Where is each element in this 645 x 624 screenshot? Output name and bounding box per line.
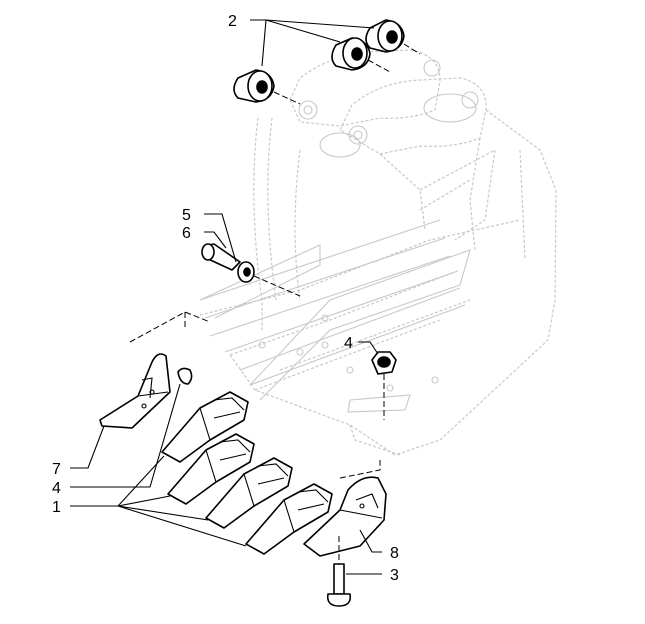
bushing-2 — [331, 37, 371, 71]
callout-3: 3 — [390, 567, 399, 584]
tooth-4 — [245, 483, 333, 555]
bushing-3-axis — [403, 43, 421, 55]
callout-4-left: 4 — [52, 480, 61, 497]
callout-6: 6 — [182, 225, 191, 242]
bolt-part-3 — [326, 563, 352, 607]
bushing-1-axis — [273, 91, 301, 105]
bushing-1 — [233, 69, 275, 103]
callout-5: 5 — [182, 207, 191, 224]
side-cutter-left — [99, 353, 193, 429]
right-cutter-dash — [339, 460, 381, 479]
nut-part-4-top — [371, 351, 397, 375]
bushing-2-axis — [367, 59, 391, 73]
callout-1: 1 — [52, 499, 61, 516]
washer-part-6 — [237, 261, 255, 283]
tooth-1 — [161, 391, 249, 463]
left-cutter-dash — [129, 311, 211, 343]
callout-4-top: 4 — [344, 335, 353, 352]
callout-8: 8 — [390, 545, 399, 562]
bolt-part-5 — [201, 243, 241, 271]
tooth-3 — [205, 457, 293, 529]
bucket-body-outline — [199, 49, 557, 456]
callout-7: 7 — [52, 461, 61, 478]
bushing-3 — [365, 19, 405, 53]
leader-lines — [70, 19, 382, 575]
callout-2: 2 — [228, 13, 237, 30]
side-cutter-right — [303, 476, 387, 557]
bolt-axis — [253, 275, 301, 297]
tooth-2 — [167, 433, 255, 505]
